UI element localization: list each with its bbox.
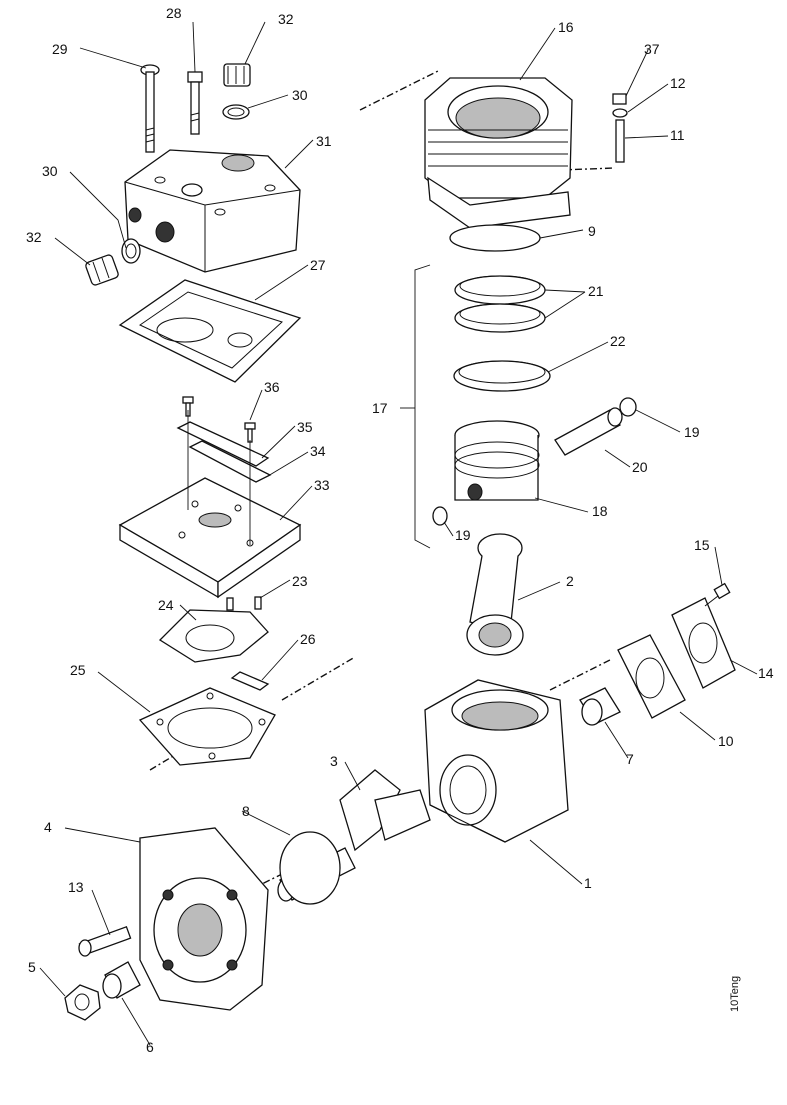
valve-stop-35 [176,421,270,467]
callout-29: 29 [52,41,68,57]
callout-34: 34 [310,443,326,459]
connecting-rod-2 [466,533,524,656]
callout-4: 4 [44,819,52,835]
callout-23: 23 [292,573,308,589]
callout-6: 6 [146,1039,154,1055]
nut-5 [64,984,101,1021]
valve-screws-36 [182,396,256,443]
pin-23 [226,596,262,611]
callout-13: 13 [68,879,84,895]
callout-20: 20 [632,459,648,475]
callout-17: 17 [372,400,388,416]
gasket-10 [617,634,686,719]
callout-10: 10 [718,733,734,749]
callout-36: 36 [264,379,280,395]
group-17-bracket [400,264,431,549]
callout-27: 27 [310,257,326,273]
callout-15: 15 [694,537,710,553]
callout-26: 26 [300,631,316,647]
cylinder-16 [424,77,573,229]
seal-ring-30-top [222,104,250,120]
bushing-7 [579,687,621,726]
head-gasket-27 [118,279,302,383]
callout-22: 22 [610,333,626,349]
callout-30: 30 [42,163,58,179]
callout-32: 32 [26,229,42,245]
piston-rings-21 [454,275,546,333]
callout-labels: 29 28 32 30 31 30 32 27 36 35 34 33 23 2… [26,5,774,1055]
callout-19: 19 [684,424,700,440]
callout-2: 2 [566,573,574,589]
callout-24: 24 [158,597,174,613]
plug-32-top [223,63,251,87]
callout-18: 18 [592,503,608,519]
nut-37 [612,93,627,105]
callout-11: 11 [670,127,685,143]
callout-28: 28 [166,5,182,21]
crankcase-1 [424,679,569,843]
callout-12: 12 [670,75,686,91]
callout-9: 9 [588,223,596,239]
cylinder-head-31 [124,149,301,273]
end-cover-4 [139,827,269,1011]
bolt-28 [187,71,203,135]
callout-35: 35 [297,419,313,435]
callout-30: 30 [292,87,308,103]
callout-3: 3 [330,753,338,769]
stud-11 [615,119,625,163]
circlip-19-right [619,397,637,417]
washer-12 [612,108,628,118]
callout-25: 25 [70,662,86,678]
cylinder-o-ring-9 [449,224,541,252]
callout-32: 32 [278,11,294,27]
piston-pin-20 [554,407,623,456]
reed-26 [230,671,270,691]
gasket-24 [158,609,269,663]
piston-18 [454,420,540,501]
callout-19: 19 [455,527,471,543]
plug-32-side [85,254,119,286]
leader-lines [39,21,758,1046]
callout-5: 5 [28,959,36,975]
drawing-code: 10Teng [729,976,741,1012]
callout-14: 14 [758,665,774,681]
gasket-25 [138,687,276,766]
callout-1: 1 [584,875,592,891]
callout-33: 33 [314,477,330,493]
callout-8: 8 [242,803,250,819]
bushing-6 [102,961,141,999]
callout-16: 16 [558,19,574,35]
cover-14 [671,597,736,689]
callout-7: 7 [626,751,634,767]
screw-15 [704,582,731,607]
seal-ring-30-side [121,238,141,264]
callout-31: 31 [316,133,332,149]
circlip-19-left [432,506,448,526]
callout-37: 37 [644,41,660,57]
bolt-29 [140,64,160,153]
valve-plate-33 [118,410,302,599]
oil-ring-22 [453,360,551,392]
o-ring-8 [279,831,341,905]
callout-21: 21 [588,283,604,299]
bolt-13 [78,925,132,957]
